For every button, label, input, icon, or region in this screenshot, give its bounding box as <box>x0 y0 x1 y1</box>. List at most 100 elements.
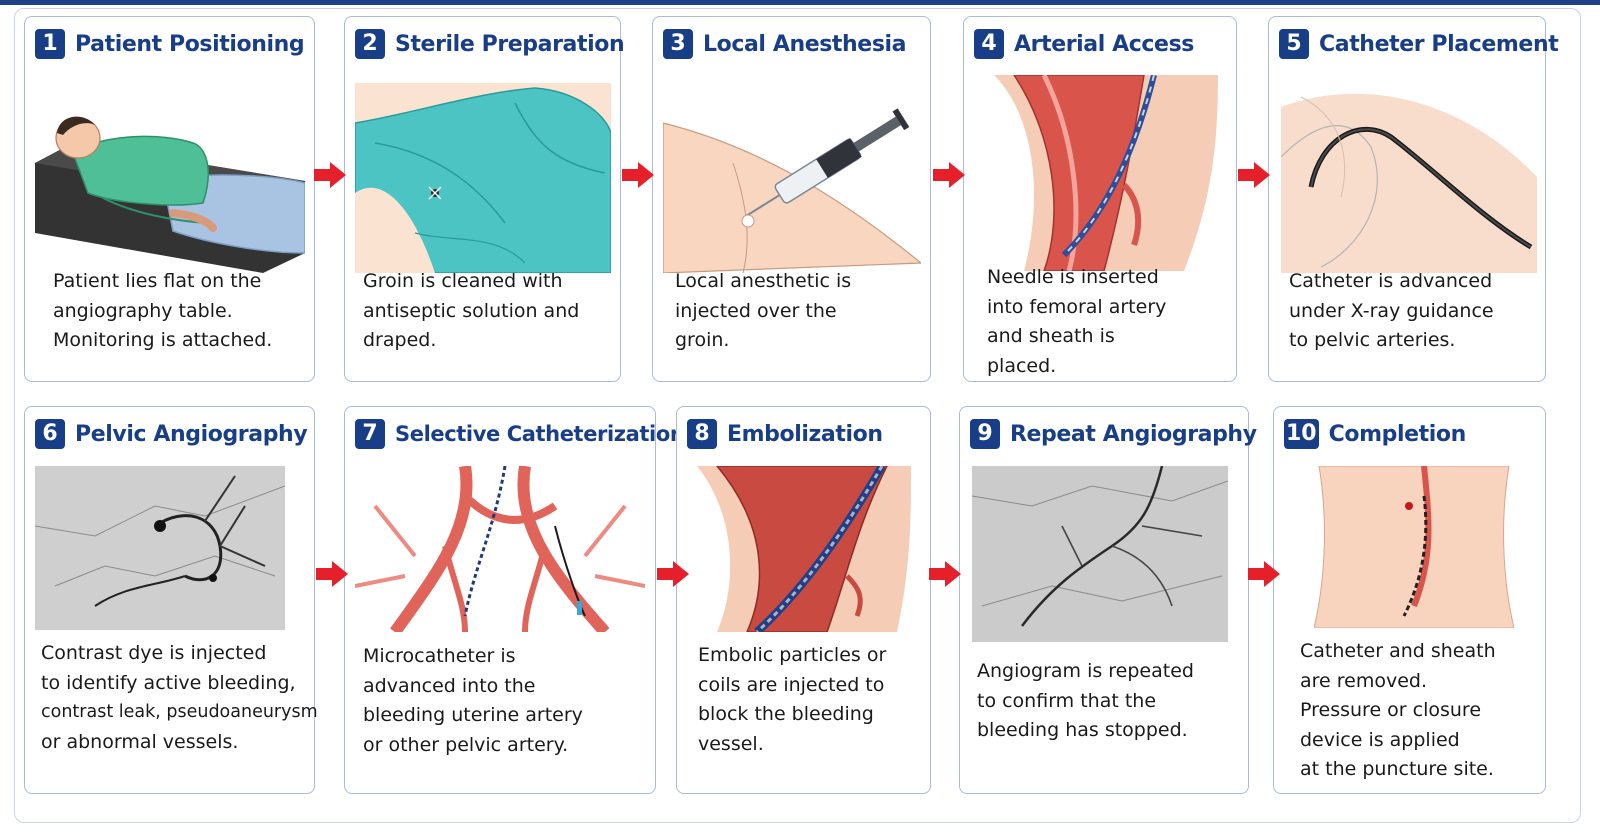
description-line: angiography table. <box>53 299 233 322</box>
arrow-right-icon <box>622 162 654 188</box>
step-header: 8 Embolization <box>687 419 883 449</box>
description-line: bleeding uterine artery <box>363 704 583 726</box>
arrow-right-icon <box>1248 561 1280 587</box>
catheter-placement-illustration <box>1281 77 1537 273</box>
description-line: Catheter is advanced <box>1289 270 1493 292</box>
step-header: 6 Pelvic Angiography <box>35 419 308 449</box>
repeat-angiogram-image <box>972 466 1228 642</box>
step-header: 5 Catheter Placement <box>1279 29 1559 59</box>
description-line: contrast leak, pseudoaneurysm <box>41 702 318 722</box>
arrow-right-icon <box>933 162 965 188</box>
description-line: vessel. <box>698 732 764 755</box>
top-accent-bar <box>0 0 1600 5</box>
sterile-drape-illustration <box>355 83 611 273</box>
embolization-coils-illustration <box>697 466 911 632</box>
step-header: 10 Completion <box>1284 419 1466 449</box>
step-card-5: 5 Catheter Placement Catheter is advance… <box>1268 16 1559 382</box>
step-card-7: 7 Selective Catheterization Microcathete… <box>344 406 685 794</box>
description-line: Needle is inserted <box>987 266 1159 288</box>
step-description: Angiogram is repeated to confirm that th… <box>977 657 1194 746</box>
step-description: Catheter is advanced under X-ray guidanc… <box>1289 267 1494 356</box>
description-line: injected over the <box>675 299 837 322</box>
arrow-right-icon <box>316 561 348 587</box>
step-card-9: 9 Repeat Angiography Angiogram is repeat… <box>959 406 1257 794</box>
step-description: Needle is inserted into femoral artery a… <box>987 263 1166 381</box>
description-line: bleeding has stopped. <box>977 719 1188 741</box>
step-number-badge: 2 <box>355 29 385 59</box>
step-title: Pelvic Angiography <box>75 421 308 447</box>
description-line: groin. <box>675 329 730 351</box>
pelvic-angiogram-image <box>35 466 285 630</box>
description-line: Monitoring is attached. <box>53 329 273 351</box>
description-line: placed. <box>987 354 1057 377</box>
step-title: Arterial Access <box>1014 31 1194 57</box>
step-description: Contrast dye is injected to identify act… <box>41 639 318 757</box>
step-card-1: 1 Patient Positioning Patient lies flat … <box>24 16 315 382</box>
description-line: or abnormal vessels. <box>41 730 239 753</box>
description-line: device is applied <box>1300 728 1460 751</box>
step-number-badge: 3 <box>663 29 693 59</box>
selective-catheterization-illustration <box>355 466 645 632</box>
step-number-badge: 6 <box>35 419 65 449</box>
arrow-right-icon <box>314 162 346 188</box>
puncture-site-closure-illustration <box>1314 466 1514 628</box>
description-line: Angiogram is repeated <box>977 660 1194 682</box>
description-line: Embolic particles or <box>698 644 887 666</box>
step-description: Local anesthetic is injected over the gr… <box>675 267 851 356</box>
step-header: 4 Arterial Access <box>974 29 1194 59</box>
description-line: into femoral artery <box>987 295 1167 318</box>
step-title: Repeat Angiography <box>1010 421 1257 447</box>
step-number-badge: 4 <box>974 29 1004 59</box>
femoral-artery-access-illustration <box>984 75 1218 271</box>
step-card-8: 8 Embolization Embolic particles or coil… <box>676 406 931 794</box>
syringe-injection-illustration <box>663 93 921 273</box>
step-card-2: 2 Sterile Preparation Groin is cleaned w… <box>344 16 625 382</box>
step-title: Completion <box>1328 421 1467 447</box>
description-line: Patient lies flat on the <box>53 270 262 292</box>
description-line: coils are injected to <box>698 673 885 696</box>
step-header: 2 Sterile Preparation <box>355 29 625 59</box>
description-line: to identify active bleeding, <box>41 671 296 694</box>
step-description: Embolic particles or coils are injected … <box>698 641 886 759</box>
step-header: 7 Selective Catheterization <box>355 419 685 449</box>
description-line: advanced into the <box>363 674 536 697</box>
description-line: antiseptic solution and <box>363 299 580 322</box>
step-header: 1 Patient Positioning <box>35 29 305 59</box>
step-number-badge: 10 <box>1284 419 1319 449</box>
step-number-badge: 9 <box>970 419 1000 449</box>
description-line: Pressure or closure <box>1300 699 1482 721</box>
step-description: Patient lies flat on the angiography tab… <box>53 267 272 356</box>
step-card-10: 10 Completion Catheter and sheath are re… <box>1273 406 1546 794</box>
description-line: and sheath is <box>987 325 1115 347</box>
patient-on-table-illustration <box>33 103 305 273</box>
step-number-badge: 7 <box>355 419 385 449</box>
description-line: Contrast dye is injected <box>41 642 267 664</box>
description-line: to confirm that the <box>977 689 1157 712</box>
step-card-4: 4 Arterial Access Needle is inserted int… <box>963 16 1237 382</box>
step-title: Patient Positioning <box>75 31 305 57</box>
step-card-3: 3 Local Anesthesia Local anesthetic is i… <box>652 16 931 382</box>
step-number-badge: 1 <box>35 29 65 59</box>
description-line: to pelvic arteries. <box>1289 329 1456 351</box>
step-card-6: 6 Pelvic Angiography Contrast dye is inj… <box>24 406 318 794</box>
description-line: are removed. <box>1300 669 1428 692</box>
description-line: or other pelvic artery. <box>363 733 569 756</box>
step-description: Catheter and sheath are removed. Pressur… <box>1300 637 1496 785</box>
description-line: Microcatheter is <box>363 645 516 667</box>
description-line: Catheter and sheath <box>1300 640 1496 662</box>
description-line: draped. <box>363 329 437 351</box>
description-line: under X-ray guidance <box>1289 299 1494 322</box>
step-description: Microcatheter is advanced into the bleed… <box>363 642 583 760</box>
step-title: Catheter Placement <box>1319 31 1559 57</box>
description-line: Groin is cleaned with <box>363 270 563 292</box>
step-header: 9 Repeat Angiography <box>970 419 1257 449</box>
step-number-badge: 5 <box>1279 29 1309 59</box>
step-title: Sterile Preparation <box>395 31 625 57</box>
step-title: Embolization <box>727 421 883 447</box>
arrow-right-icon <box>929 561 961 587</box>
description-line: Local anesthetic is <box>675 270 852 292</box>
description-line: block the bleeding <box>698 703 874 725</box>
diagram-frame <box>14 8 1581 823</box>
step-header: 3 Local Anesthesia <box>663 29 907 59</box>
step-description: Groin is cleaned with antiseptic solutio… <box>363 267 579 356</box>
